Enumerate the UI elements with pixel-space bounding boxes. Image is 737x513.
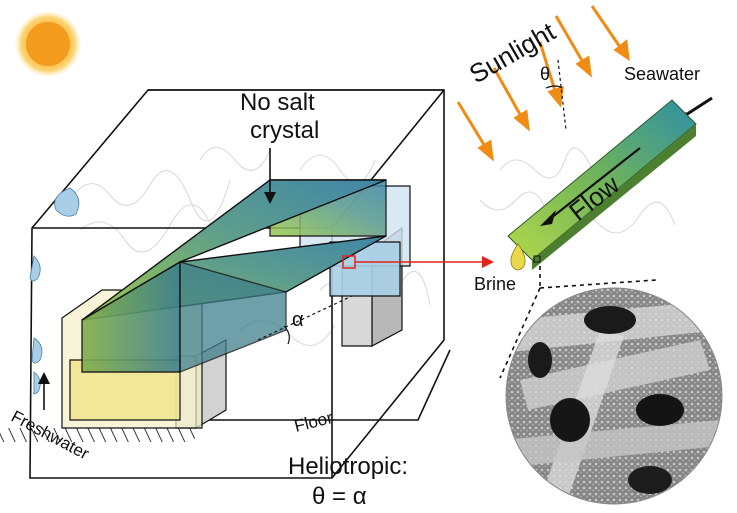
no-salt-pointer-head (264, 192, 276, 204)
sun-icon (14, 10, 82, 78)
heliotropic-label-line1: Heliotropic: (288, 453, 408, 480)
angle-alpha-label: α (292, 309, 304, 331)
evaporator-strip (507, 99, 697, 270)
sem-micrograph (505, 287, 723, 505)
no-salt-label-line1: No salt (240, 89, 315, 116)
strip-zoom-marker (533, 255, 541, 263)
freshwater-pointer-head (38, 372, 50, 384)
magnification-lines (499, 266, 657, 379)
sunlight-rays (456, 5, 630, 162)
flow-arrow-head (540, 210, 556, 226)
theta-marker (545, 59, 567, 131)
water-droplet-icon (510, 243, 526, 271)
seawater-label: Seawater (624, 64, 700, 84)
heliotropic-label-line2: θ = α (312, 483, 367, 510)
evaporator-slab (81, 179, 387, 374)
no-salt-label-line2: crystal (250, 117, 319, 144)
zoom-connector-arrow (482, 256, 494, 268)
flow-arrow (545, 147, 641, 223)
brine-label: Brine (474, 274, 516, 294)
angle-alpha-marker (257, 295, 353, 345)
freshwater-droplets (29, 187, 80, 395)
angle-theta-label: θ (540, 64, 550, 84)
floor (0, 349, 451, 442)
